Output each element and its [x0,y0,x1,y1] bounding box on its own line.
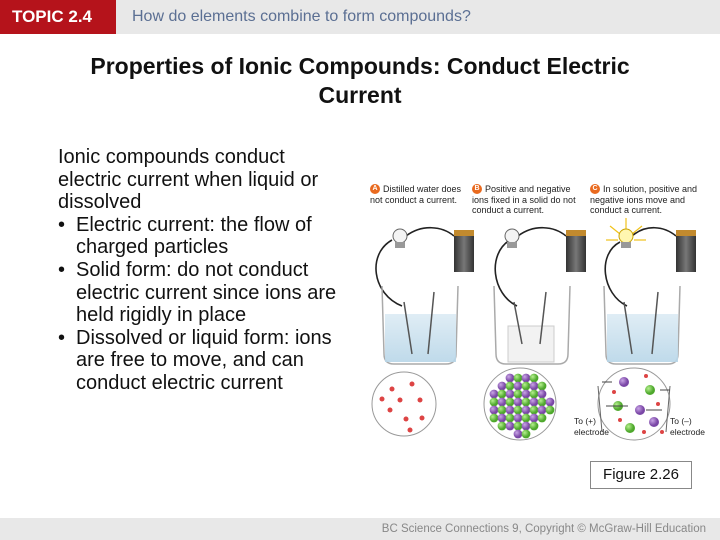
lattice-ion [513,429,523,439]
lattice-ion [537,413,547,423]
lattice-ion [505,421,515,431]
lattice-ion [505,373,515,383]
panel-a-apparatus [371,226,474,437]
lattice-ion [529,381,539,391]
lattice-ion [537,397,547,407]
intro-text: Ionic compounds conduct electric current… [58,146,319,214]
lattice-ion [545,405,555,415]
lattice-ion [529,421,539,431]
top-bar: TOPIC 2.4 How do elements combine to for… [0,0,720,34]
footer-copyright: BC Science Connections 9, Copyright © Mc… [381,523,706,535]
lattice-ion [505,405,515,415]
panel-letter-a: A [370,184,380,194]
lattice-ion [513,373,523,383]
lattice-ion [513,413,523,423]
lattice-ion [489,389,499,399]
lattice-ion [497,413,507,423]
lattice-ion [497,421,507,431]
panel-letter-b: B [472,184,482,194]
bullet-list: •Electric current: the flow of charged p… [58,214,348,395]
lattice-ion [513,397,523,407]
lattice-ion [521,405,531,415]
lattice-ion [521,389,531,399]
body-text: Ionic compounds conduct electric current… [58,146,348,395]
lattice-ion [505,389,515,399]
lattice-ion [497,397,507,407]
lattice-ion [513,389,523,399]
lattice-ion [529,389,539,399]
lattice-ion [529,373,539,383]
lattice-ion [521,421,531,431]
conductivity-illustration [371,218,696,441]
topic-question: How do elements combine to form compound… [132,8,471,25]
lattice-ion [513,381,523,391]
lattice-ion [497,389,507,399]
bullet-glyph: • [58,326,66,349]
lattice-ion [505,381,515,391]
lattice-ion [505,397,515,407]
bullet-item: •Electric current: the flow of charged p… [58,213,312,259]
lattice-ion [537,381,547,391]
lattice-ion [489,397,499,407]
lattice-ion [497,381,507,391]
lattice-ion [505,413,515,423]
bullet-glyph: • [58,258,66,281]
panel-c-apparatus [597,218,696,441]
panel-b-apparatus [483,226,586,441]
bullet-item: •Solid form: do not conduct electric cur… [58,258,337,327]
lattice-ion [537,405,547,415]
lattice-ion [489,413,499,423]
slide-title: Properties of Ionic Compounds: Conduct E… [90,53,630,108]
lattice-ion [521,429,531,439]
bullet-glyph: • [58,213,66,236]
lattice-ion [521,381,531,391]
panel-letter-c: C [590,184,600,194]
lattice-ion [489,405,499,415]
lattice-ion [529,397,539,407]
lattice-ion [513,421,523,431]
bullet-item: •Dissolved or liquid form: ions are free… [58,326,332,394]
lattice-ion [529,405,539,415]
footer-bar: BC Science Connections 9, Copyright © Mc… [0,518,720,540]
lattice-ion [521,397,531,407]
electrode-left-label: To (+) electrode [574,416,609,437]
lattice-ion [497,405,507,415]
lattice-ion [521,413,531,423]
lattice-ion [529,413,539,423]
electrode-right-label: To (–) electrode [670,416,705,437]
lattice-ion [537,389,547,399]
lattice-ion [545,397,555,407]
topic-badge: TOPIC 2.4 [0,0,116,34]
lattice-ion [521,373,531,383]
lattice-ion [513,405,523,415]
figure-label: Figure 2.26 [590,461,692,489]
